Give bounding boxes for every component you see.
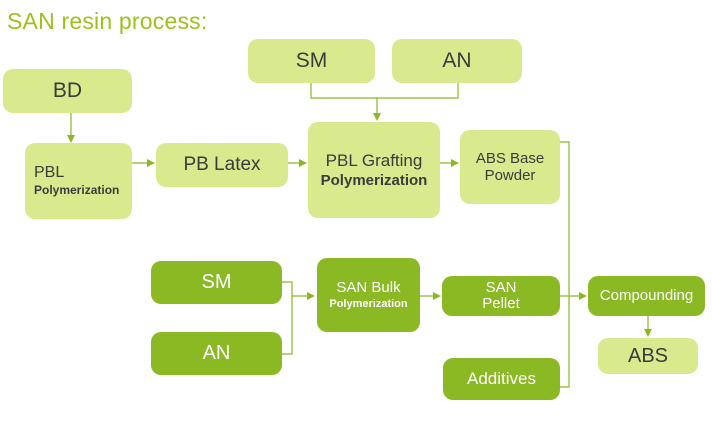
diagram-title: SAN resin process: [7,8,208,34]
connector-abspowder-bracket [560,141,570,388]
node-sm-top: SM [248,39,375,83]
node-pbl-grafting-polymerization: PBL Grafting Polymerization [308,122,440,218]
node-an-bottom: AN [151,332,282,375]
node-pbl-polymerization: PBL Polymerization [25,143,132,219]
node-bd: BD [3,69,132,113]
node-additives: Additives [443,358,560,400]
node-abs: ABS [598,338,698,374]
node-san-bulk-polymerization: SAN Bulk Polymerization [317,258,420,332]
node-an-top: AN [392,39,522,83]
node-san-pellet: SAN Pellet [442,276,560,316]
node-pb-latex: PB Latex [156,143,288,187]
node-sm-bottom: SM [151,261,282,304]
connector-sm-an-top-to-grafting [310,83,459,99]
node-compounding: Compounding [588,276,705,316]
connector-sm-an-bottom [282,281,293,355]
node-abs-base-powder: ABS Base Powder [460,130,560,204]
